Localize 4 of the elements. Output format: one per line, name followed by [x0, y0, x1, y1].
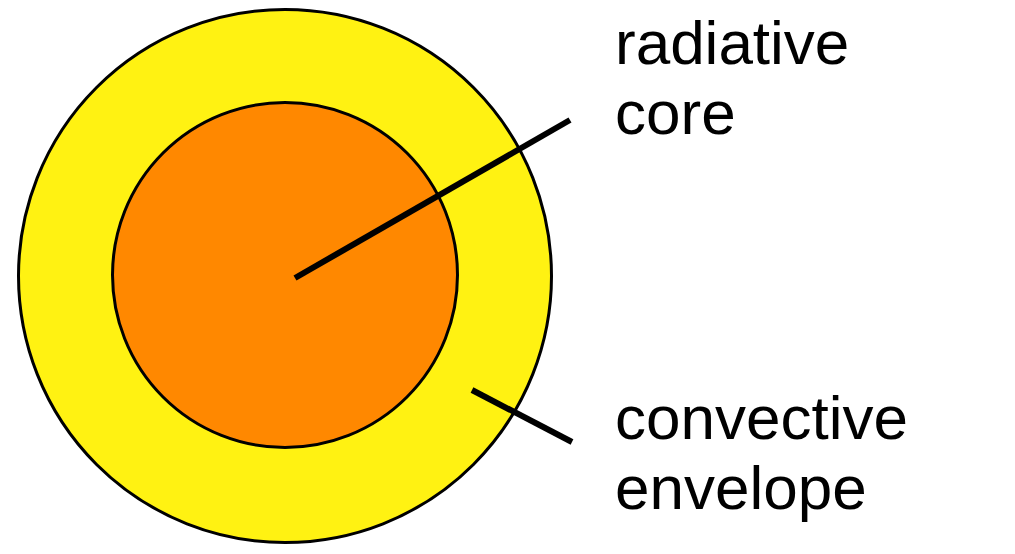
leader-line [293, 117, 572, 281]
part-label: radiative core [615, 8, 955, 148]
part-label: convective envelope [615, 383, 1015, 523]
leader-line [470, 387, 574, 445]
